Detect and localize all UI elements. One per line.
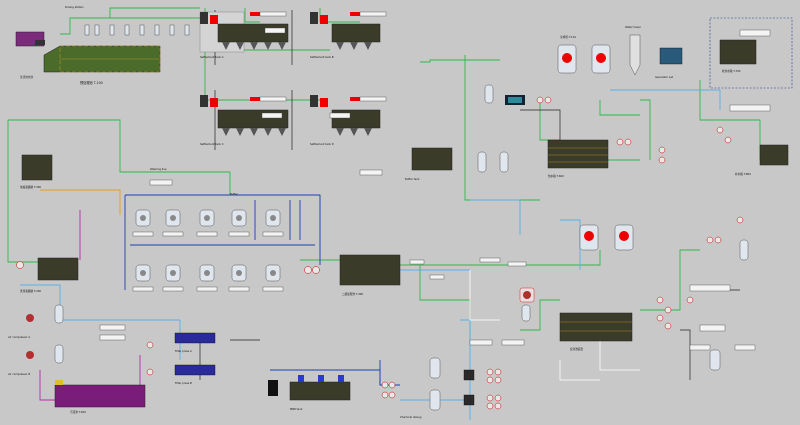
- mbr-label: MBR tank: [290, 407, 303, 411]
- dosing-vessel[interactable]: [429, 389, 441, 411]
- mbr-area: MBR tank: [268, 375, 396, 411]
- svg-text:Settlement tank D: Settlement tank D: [310, 142, 334, 146]
- washing-tank[interactable]: [37, 257, 79, 281]
- equipment-frame: [709, 17, 793, 89]
- clarifier-3[interactable]: [217, 109, 289, 129]
- ro-label: 反渗透装置: [570, 347, 583, 351]
- sludge-label: 污泥池 T-500: [70, 410, 86, 414]
- lower-right-area: 反渗透装置: [519, 216, 756, 371]
- svg-text:Settlement tank A: Settlement tank A: [200, 55, 224, 59]
- bottom-left-area: 污泥池 T-500 Air compressor A Air compresso…: [8, 304, 216, 414]
- dosing-vessels: [84, 24, 190, 36]
- filter-a-label: Filter press A: [175, 349, 192, 353]
- cooling-label: 冷却塔 CT-01: [560, 35, 576, 39]
- fermenter-array: [132, 209, 320, 292]
- ro-vessel-2[interactable]: [499, 151, 509, 173]
- mbr-tank[interactable]: [289, 381, 351, 401]
- dosing-title: Dosing station: [65, 5, 84, 9]
- hot-water-label: 热水箱 T-600: [548, 174, 564, 178]
- washing-label: 洗涤液储罐 T-200: [20, 289, 41, 293]
- air-tank-2[interactable]: [54, 344, 64, 364]
- ro-vessel-1[interactable]: [477, 151, 487, 173]
- compressor-a-label: Air compressor A: [8, 335, 30, 339]
- pump-fermenter[interactable]: [312, 266, 320, 274]
- pump-fermenter[interactable]: [304, 266, 312, 274]
- clarifier-4[interactable]: [331, 109, 381, 129]
- svg-text:Washing line: Washing line: [150, 167, 167, 171]
- concentrate-label: 浓缩液储罐 T-300: [20, 185, 41, 189]
- secondary-label: 二级处理池 T-400: [342, 292, 363, 296]
- water-tower[interactable]: [629, 34, 641, 76]
- dosing-vessel[interactable]: [429, 357, 441, 379]
- generator[interactable]: [659, 47, 683, 65]
- clarifier-groups: Settlement tank A Settlement tank B Sett…: [199, 11, 387, 146]
- svg-text:Settlement tank B: Settlement tank B: [310, 55, 334, 59]
- compressor-b[interactable]: [26, 351, 34, 359]
- generator-label: Generator set: [655, 75, 673, 79]
- compressor-a[interactable]: [26, 314, 34, 322]
- filter-b-label: Filter press B: [175, 381, 192, 385]
- raw-water-label: 生活用水池: [20, 75, 33, 79]
- softened-label: 软化水箱 T-700: [722, 69, 741, 73]
- buffer-tank[interactable]: [411, 147, 453, 171]
- ro-unit[interactable]: [559, 312, 633, 342]
- control-cabinet: [268, 380, 278, 396]
- secondary-tank[interactable]: [339, 254, 401, 286]
- concentrate-tank[interactable]: [21, 154, 53, 181]
- dosing-bottom: Chemical dosing: [400, 357, 502, 419]
- air-tank-1[interactable]: [54, 304, 64, 324]
- svg-text:Buffer: Buffer: [230, 192, 239, 196]
- replenish-label: 补水箱 T-800: [735, 172, 751, 176]
- fermenter-row-2: [132, 264, 284, 292]
- buffer-label: Buffer tank: [405, 177, 420, 181]
- compressor-b-label: Air compressor B: [8, 372, 30, 376]
- pretreat-tank-label: 预处理池 T-100: [80, 80, 103, 85]
- filter-press-b[interactable]: [174, 364, 216, 376]
- hot-water-tank[interactable]: [547, 139, 609, 169]
- water-tower-label: Water tower: [625, 25, 642, 29]
- fermenter-row-1: [132, 209, 284, 237]
- sludge-tank[interactable]: [54, 384, 146, 408]
- svg-text:Settlement tank C: Settlement tank C: [200, 142, 224, 146]
- raw-water-outlet: [35, 40, 45, 45]
- replenish-tank[interactable]: [759, 144, 789, 166]
- chemical-label: Chemical dosing: [400, 415, 422, 419]
- pretreat-grid: [59, 45, 161, 73]
- left-tanks: 浓缩液储罐 T-300 洗涤液储罐 T-200 Washing line: [16, 154, 167, 293]
- upper-right-area: Buffer tank 热水箱 T-600 冷却塔 CT-01 Water to…: [405, 25, 789, 181]
- filter-press-a[interactable]: [174, 332, 216, 344]
- pump-washing[interactable]: [16, 261, 24, 269]
- clarifier-2[interactable]: [331, 23, 381, 43]
- pretreatment-area: 预处理池 T-100 生活用水池 Dosing station: [15, 5, 190, 85]
- softened-tank[interactable]: [719, 39, 757, 65]
